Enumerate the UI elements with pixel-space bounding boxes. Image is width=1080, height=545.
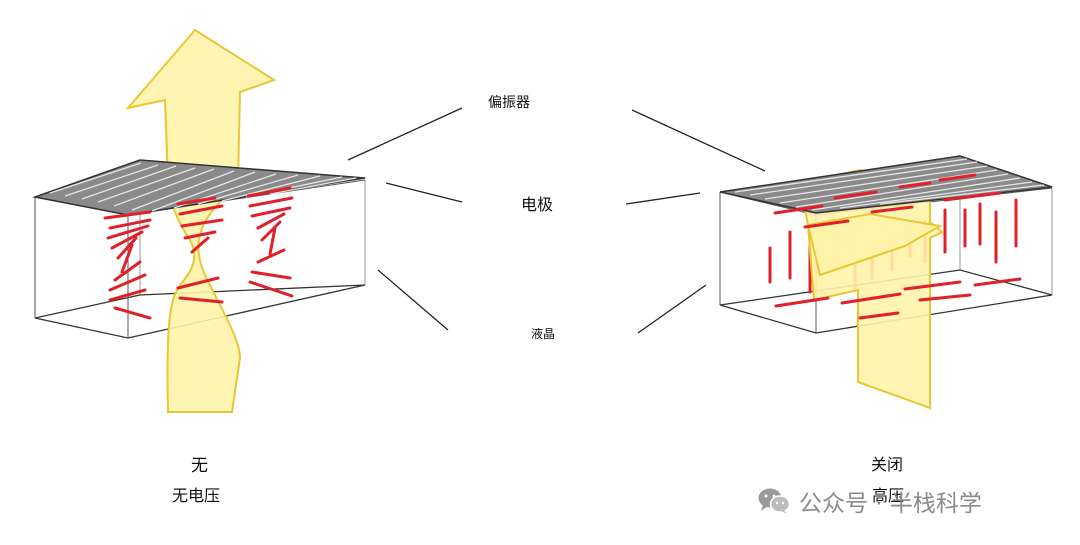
leader-electrode-left	[385, 182, 463, 203]
right-surface-crystals	[773, 173, 1022, 320]
right-cell	[719, 155, 1053, 410]
left-panel-subtitle: 无电压	[172, 486, 221, 505]
leader-electrode-right	[625, 192, 701, 205]
leader-lc-left	[377, 269, 449, 331]
left-liquid-crystals	[103, 186, 294, 320]
leader-lc-right	[637, 284, 707, 334]
right-top-polarizer	[719, 155, 1053, 214]
watermark-text: 公众号 · 半栈科学	[799, 491, 982, 517]
liquid-crystal-label: 液晶	[531, 327, 556, 341]
electrode-label: 电极	[521, 195, 554, 214]
right-panel-subtitle: 高压	[872, 486, 905, 505]
polarizer-label: 偏振器	[488, 95, 530, 111]
left-top-polarizer	[32, 159, 366, 216]
left-polarizer-stripes	[49, 162, 357, 212]
leader-polarizer-left	[347, 107, 463, 161]
left-cell	[32, 28, 366, 413]
wechat-icon	[758, 488, 791, 514]
left-panel-title: 无	[191, 456, 208, 476]
leader-polarizer-right	[631, 109, 766, 172]
watermark: 公众号 · 半栈科学	[757, 484, 982, 518]
leader-lines	[347, 107, 766, 334]
right-panel-title: 关闭	[871, 455, 904, 474]
right-polarizer-stripes	[734, 158, 1045, 211]
right-arrow-head	[806, 212, 943, 277]
